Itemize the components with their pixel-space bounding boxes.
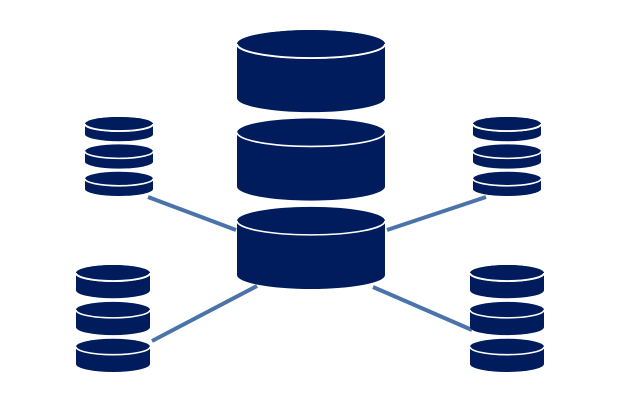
database-tier bbox=[473, 144, 541, 169]
database-icon-top-left bbox=[84, 117, 154, 196]
cap-rim bbox=[472, 123, 542, 132]
tier-rim bbox=[472, 178, 542, 187]
database-tier bbox=[85, 171, 153, 196]
database-cap bbox=[237, 30, 385, 58]
cap-rim bbox=[469, 272, 545, 282]
database-icon-bottom-left bbox=[75, 265, 151, 372]
nodes bbox=[75, 30, 545, 372]
tier-rim bbox=[75, 309, 151, 319]
connector-top-right bbox=[386, 195, 487, 232]
cap-rim bbox=[75, 272, 151, 282]
tier-rim bbox=[84, 178, 154, 187]
connectors bbox=[147, 195, 487, 343]
connector-bottom-right bbox=[372, 285, 473, 332]
database-cap bbox=[76, 265, 150, 281]
database-tier bbox=[237, 206, 385, 289]
tier-rim bbox=[236, 132, 386, 148]
database-tier bbox=[473, 171, 541, 196]
tier-rim bbox=[236, 220, 386, 236]
tier-rim bbox=[469, 309, 545, 319]
central-database-icon bbox=[236, 30, 386, 289]
database-cap bbox=[85, 117, 153, 131]
database-tier bbox=[85, 144, 153, 169]
cap-rim bbox=[84, 123, 154, 132]
database-cap bbox=[473, 117, 541, 131]
cap-rim bbox=[236, 43, 386, 59]
database-tier bbox=[237, 118, 385, 201]
tier-rim bbox=[469, 346, 545, 356]
tier-rim bbox=[472, 151, 542, 160]
database-icon-bottom-right bbox=[469, 265, 545, 372]
tier-rim bbox=[84, 151, 154, 160]
tier-rim bbox=[75, 346, 151, 356]
database-cap bbox=[470, 265, 544, 281]
database-icon-top-right bbox=[472, 117, 542, 196]
connector-top-left bbox=[147, 195, 237, 232]
connector-bottom-left bbox=[151, 284, 258, 343]
